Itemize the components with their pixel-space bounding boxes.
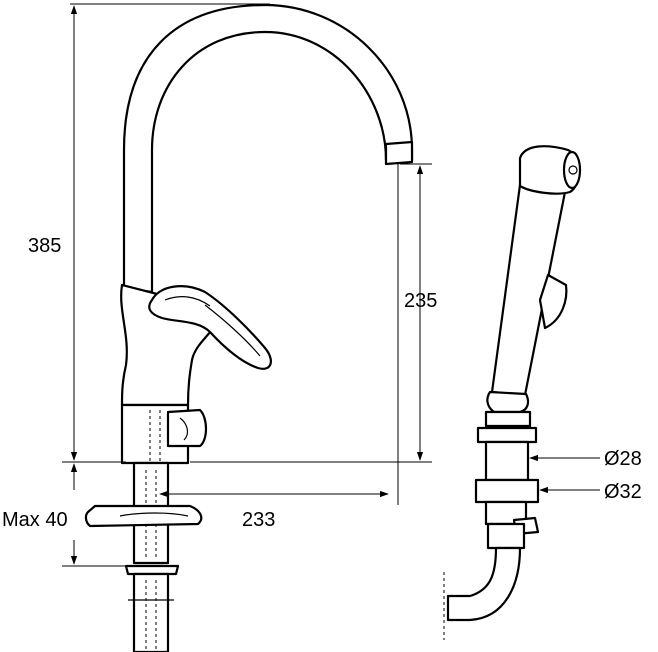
- shower-hose: [446, 546, 522, 622]
- spout-reach-label: 233: [242, 509, 275, 531]
- faucet: [84, 3, 414, 652]
- connector-nut-1: [484, 410, 532, 428]
- max-thickness-label: Max 40: [2, 509, 68, 531]
- lever-highlight-2: [164, 296, 211, 307]
- hose-diameter-28-label: Ø28: [604, 448, 642, 470]
- shower-trigger: [538, 273, 568, 330]
- hand-shower: [443, 145, 582, 640]
- supply-pipes: [132, 572, 170, 652]
- mounting-plate: [84, 504, 203, 528]
- connector-tail: [486, 522, 526, 550]
- total-height-label: 385: [28, 235, 61, 257]
- spout-tip: [384, 140, 414, 166]
- spout-height-label: 235: [404, 290, 437, 312]
- connector-collar-28: [476, 426, 538, 444]
- spout: [122, 3, 414, 294]
- connector-body: [484, 440, 530, 482]
- shower-head-face: [562, 150, 582, 190]
- lever-handle: [148, 285, 272, 370]
- shower-swivel: [486, 390, 530, 414]
- dimension-lines: [62, 3, 600, 567]
- hose-diameter-32-label: Ø32: [604, 481, 642, 503]
- mounting-nut: [124, 564, 180, 576]
- connector-collar-32: [474, 478, 540, 504]
- lever-highlight: [204, 304, 261, 357]
